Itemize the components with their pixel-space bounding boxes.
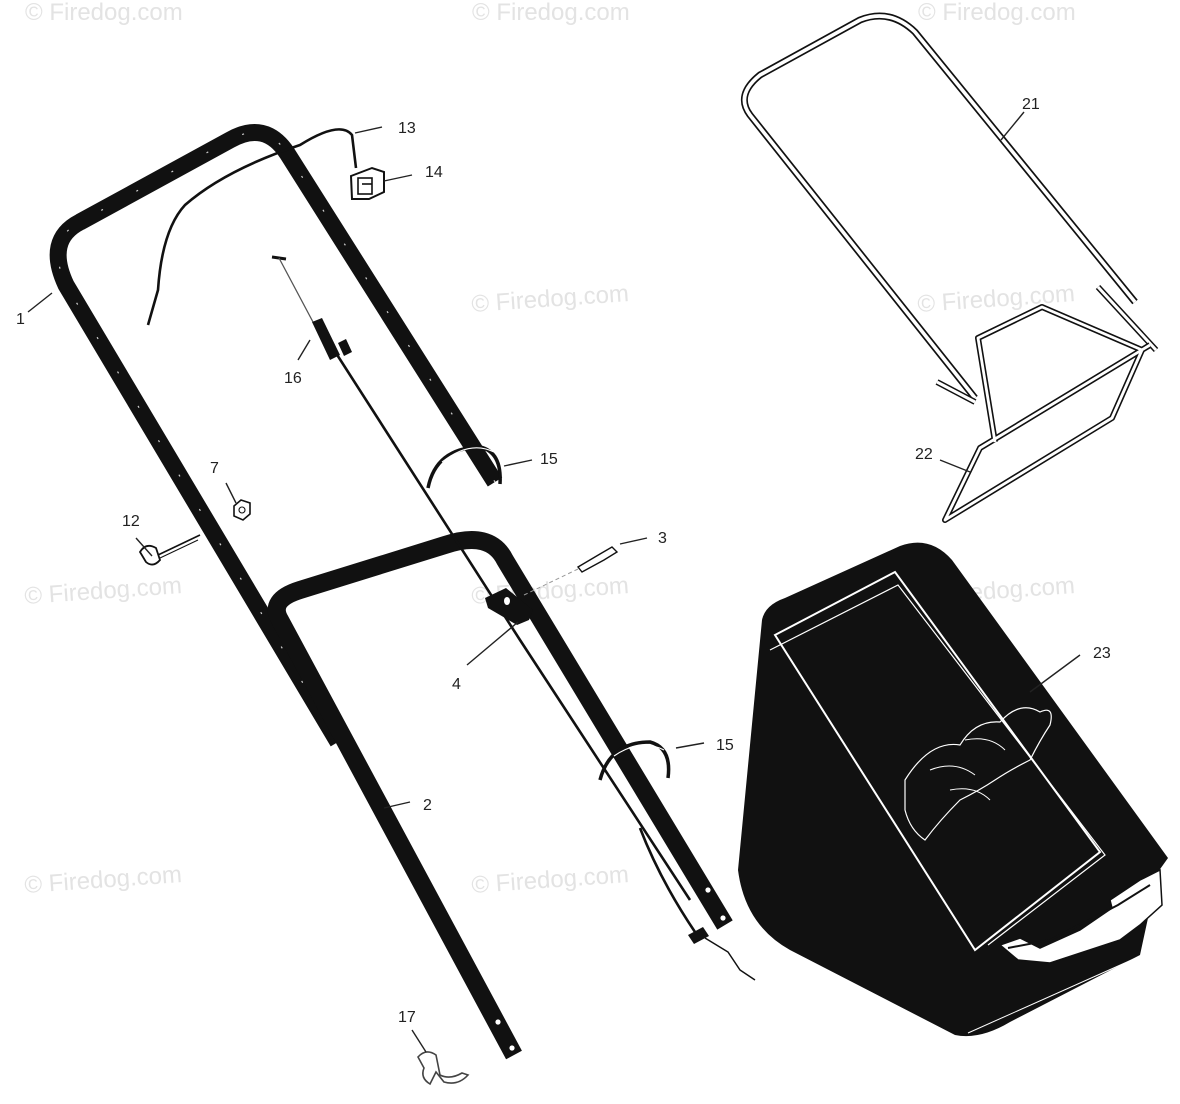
watermark: © Firedog.com [24,572,183,610]
callout-15: 15 [540,451,558,468]
callout-4: 4 [452,676,461,693]
callout-15: 15 [716,737,734,754]
cable-end [688,927,756,981]
watermark: © Firedog.com [24,861,183,899]
bag-frame-lower [942,304,1152,523]
cable-tie-lower [598,740,671,781]
cable-clip [349,166,385,200]
hairpin-clip [417,1051,470,1086]
callout-16: 16 [284,370,302,387]
grass-bag [738,542,1168,1037]
upper-handle [49,124,503,747]
lower-handle [267,531,733,1060]
cable-tie-upper [426,445,502,489]
rope-guide [485,588,533,625]
callout-2: 2 [423,797,432,814]
watermarks: © Firedog.com © Firedog.com © Firedog.co… [24,0,1076,899]
lock-nut [233,499,251,521]
callout-7: 7 [210,460,219,477]
callout-23: 23 [1093,645,1111,662]
callout-1: 1 [16,311,25,328]
callout-14: 14 [425,164,443,181]
callout-21: 21 [1022,96,1040,113]
bolt [523,546,619,596]
starter-rope [271,255,352,360]
callout-3: 3 [658,530,667,547]
callout-17: 17 [398,1009,416,1026]
control-cable [146,128,697,933]
watermark: © Firedog.com [918,0,1076,26]
callout-labels: 1 2 3 4 7 12 13 14 15 15 16 17 21 22 23 [16,96,1111,1026]
watermark: © Firedog.com [25,0,183,26]
callout-13: 13 [398,120,416,137]
bag-frame-top [740,12,1159,405]
callout-22: 22 [915,446,933,463]
watermark: © Firedog.com [471,280,630,318]
carriage-bolt [138,534,201,566]
leader-lines [27,111,1081,1053]
callout-12: 12 [122,513,140,530]
watermark: © Firedog.com [472,0,630,26]
watermark: © Firedog.com [471,861,630,899]
